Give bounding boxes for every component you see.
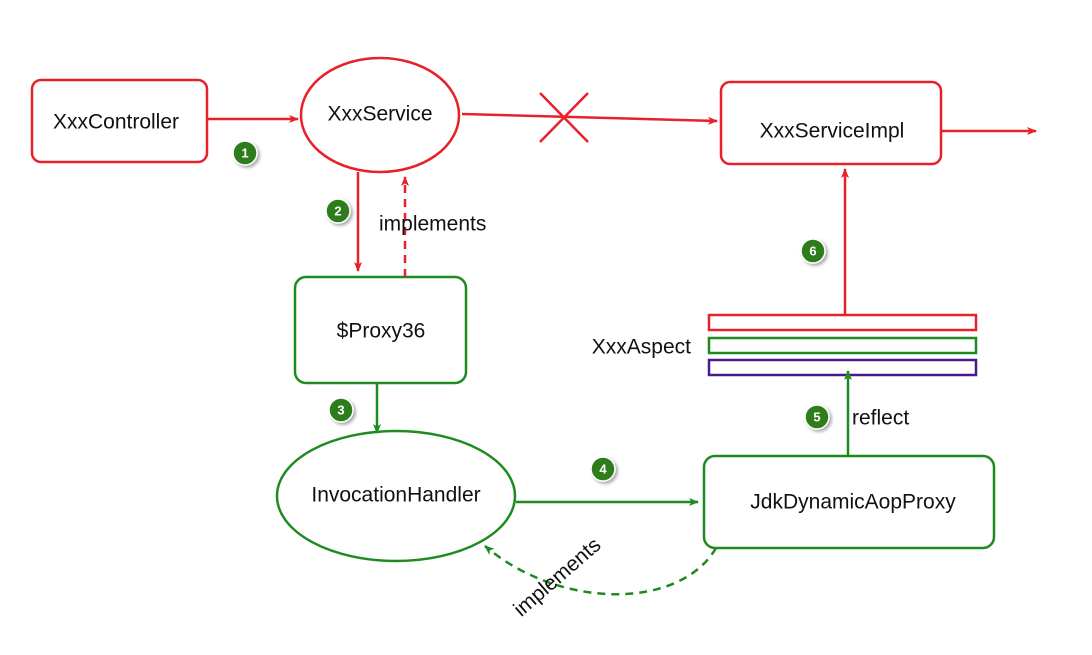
aspect-label: XxxAspect xyxy=(592,336,691,359)
jdk-proxy-node: JdkDynamicAopProxy xyxy=(702,454,996,550)
svg-text:3: 3 xyxy=(337,402,344,417)
implements-label-top: implements xyxy=(379,213,486,236)
proxy-node: $Proxy36 xyxy=(293,275,468,385)
aspect-bar-purple xyxy=(707,358,978,377)
aspect-stack xyxy=(707,313,978,377)
service-impl-label: XxxServiceImpl xyxy=(760,120,905,143)
implements-label-bottom: implements xyxy=(509,533,605,621)
svg-text:2: 2 xyxy=(334,203,341,218)
svg-text:1: 1 xyxy=(241,145,248,160)
service-label: XxxService xyxy=(327,103,432,126)
step-badge-5: 5 xyxy=(804,404,830,430)
svg-text:6: 6 xyxy=(809,243,816,258)
service-node: XxxService xyxy=(299,56,461,174)
cross-mark-icon xyxy=(539,92,589,143)
step-badge-2: 2 xyxy=(325,198,351,224)
invocation-handler-label: InvocationHandler xyxy=(311,484,480,507)
step-badge-1: 1 xyxy=(232,140,258,166)
controller-node: XxxController xyxy=(30,78,209,164)
step-badge-4: 4 xyxy=(590,456,616,482)
jdk-proxy-label: JdkDynamicAopProxy xyxy=(750,491,956,514)
svg-text:4: 4 xyxy=(599,461,607,476)
edge-jdk-implements-handler xyxy=(484,545,718,596)
aspect-bar-red xyxy=(707,313,978,332)
step-badge-3: 3 xyxy=(328,397,354,423)
controller-label: XxxController xyxy=(53,111,179,134)
reflect-label: reflect xyxy=(852,407,909,430)
step-badge-6: 6 xyxy=(800,238,826,264)
svg-text:5: 5 xyxy=(813,409,820,424)
aspect-bar-green xyxy=(707,336,978,355)
invocation-handler-node: InvocationHandler xyxy=(275,429,517,563)
proxy-label: $Proxy36 xyxy=(337,320,426,343)
edge-service-to-impl-blocked xyxy=(461,112,718,125)
service-impl-node: XxxServiceImpl xyxy=(719,80,943,166)
